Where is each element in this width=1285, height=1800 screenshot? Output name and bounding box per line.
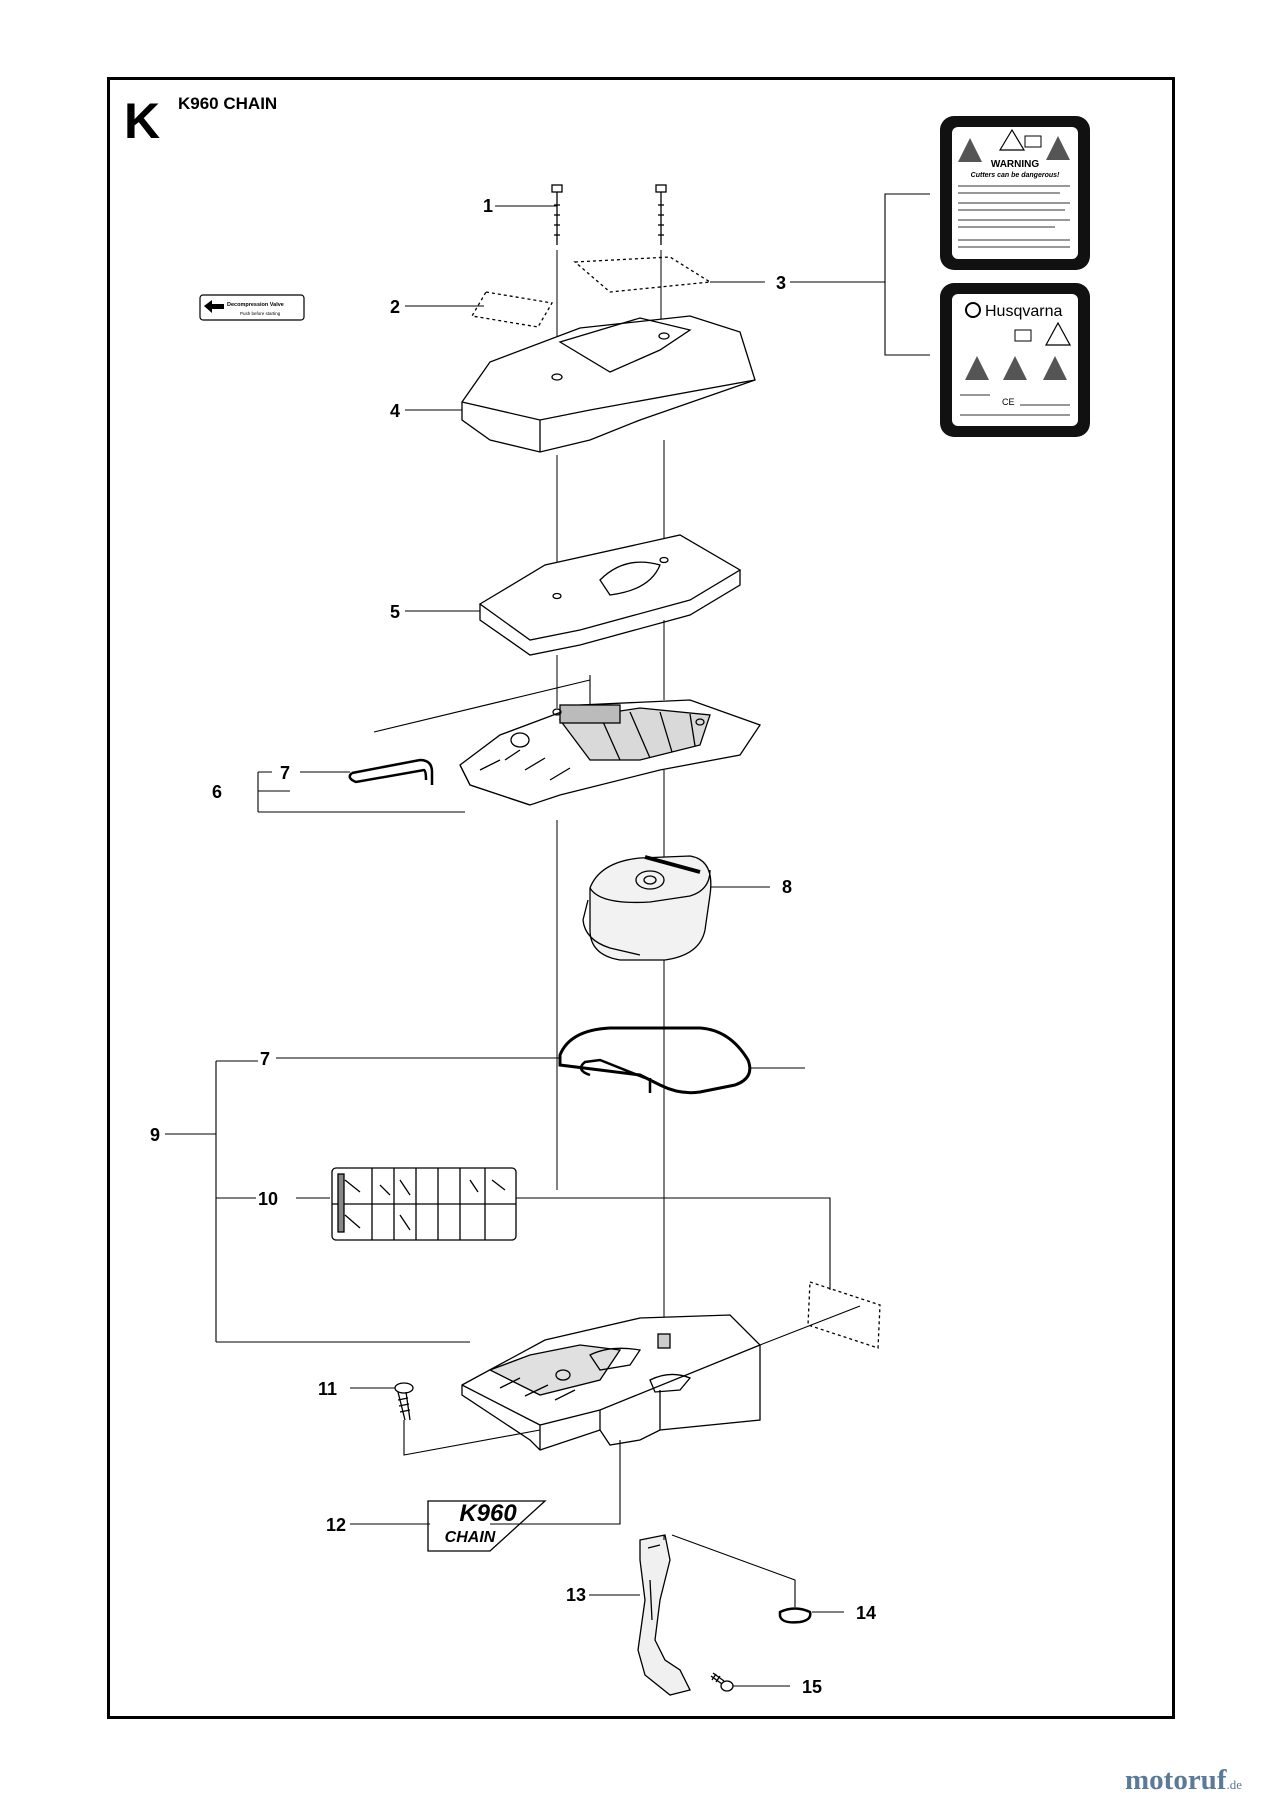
section-letter: K — [124, 93, 161, 149]
pre-filter — [478, 534, 742, 656]
callout-5: 5 — [390, 602, 400, 622]
watermark: motoruf.de — [1125, 1764, 1242, 1797]
brand-decal: Husqvarna CE — [940, 283, 1090, 437]
decompression-line1: Decompression Valve — [227, 302, 284, 308]
callout-2: 2 — [390, 297, 400, 317]
husqvarna-logo-icon — [965, 302, 981, 318]
callout-11: 11 — [318, 1379, 337, 1399]
seal-small — [348, 758, 434, 785]
decal-3-placeholder — [573, 256, 712, 293]
warning-decal: WARNING Cutters can be dangerous! — [940, 116, 1090, 270]
callout-4: 4 — [390, 401, 400, 421]
gasket — [558, 1026, 752, 1095]
callout-13: 13 — [566, 1585, 586, 1605]
callout-12: 12 — [326, 1515, 346, 1535]
callout-1: 1 — [483, 196, 493, 216]
callout-7b: 7 — [260, 1049, 270, 1069]
intake-hose — [637, 1534, 691, 1696]
callout-9: 9 — [150, 1125, 160, 1145]
warning-heading: WARNING — [991, 159, 1040, 170]
screw-15 — [710, 1672, 734, 1692]
callout-8: 8 — [782, 877, 792, 897]
bolt-left — [551, 184, 563, 245]
decompression-decal: Decompression Valve Push before starting — [199, 294, 305, 321]
model-decal-line1: K960 — [459, 1500, 517, 1527]
filter-holder — [459, 699, 762, 806]
callout-7a: 7 — [280, 763, 290, 783]
decal-2-placeholder — [470, 291, 554, 328]
ce-mark: CE — [1002, 397, 1015, 407]
model-decal-shape — [427, 1500, 547, 1552]
callout-3: 3 — [776, 273, 786, 293]
diagram-title: K960 CHAIN — [178, 94, 278, 113]
diagram-frame — [107, 77, 1175, 1719]
decompression-line2: Push before starting — [240, 311, 281, 316]
brand-name: Husqvarna — [985, 303, 1062, 320]
warning-subheading: Cutters can be dangerous! — [971, 172, 1060, 179]
callout-10: 10 — [258, 1189, 278, 1209]
watermark-name: motoruf — [1125, 1764, 1227, 1796]
watermark-tld: .de — [1226, 1777, 1243, 1792]
bolt-right — [655, 184, 667, 245]
callout-15: 15 — [802, 1677, 822, 1697]
screw-11 — [394, 1382, 414, 1421]
air-filter — [582, 855, 712, 961]
callout-14: 14 — [856, 1603, 876, 1623]
model-decal-line2: CHAIN — [445, 1529, 496, 1546]
decal-10-placeholder — [807, 1281, 881, 1349]
filter-cover — [461, 315, 756, 453]
o-ring — [778, 1607, 812, 1624]
filter-base — [461, 1314, 761, 1451]
callout-6: 6 — [212, 782, 222, 802]
instruction-decal — [331, 1167, 517, 1241]
